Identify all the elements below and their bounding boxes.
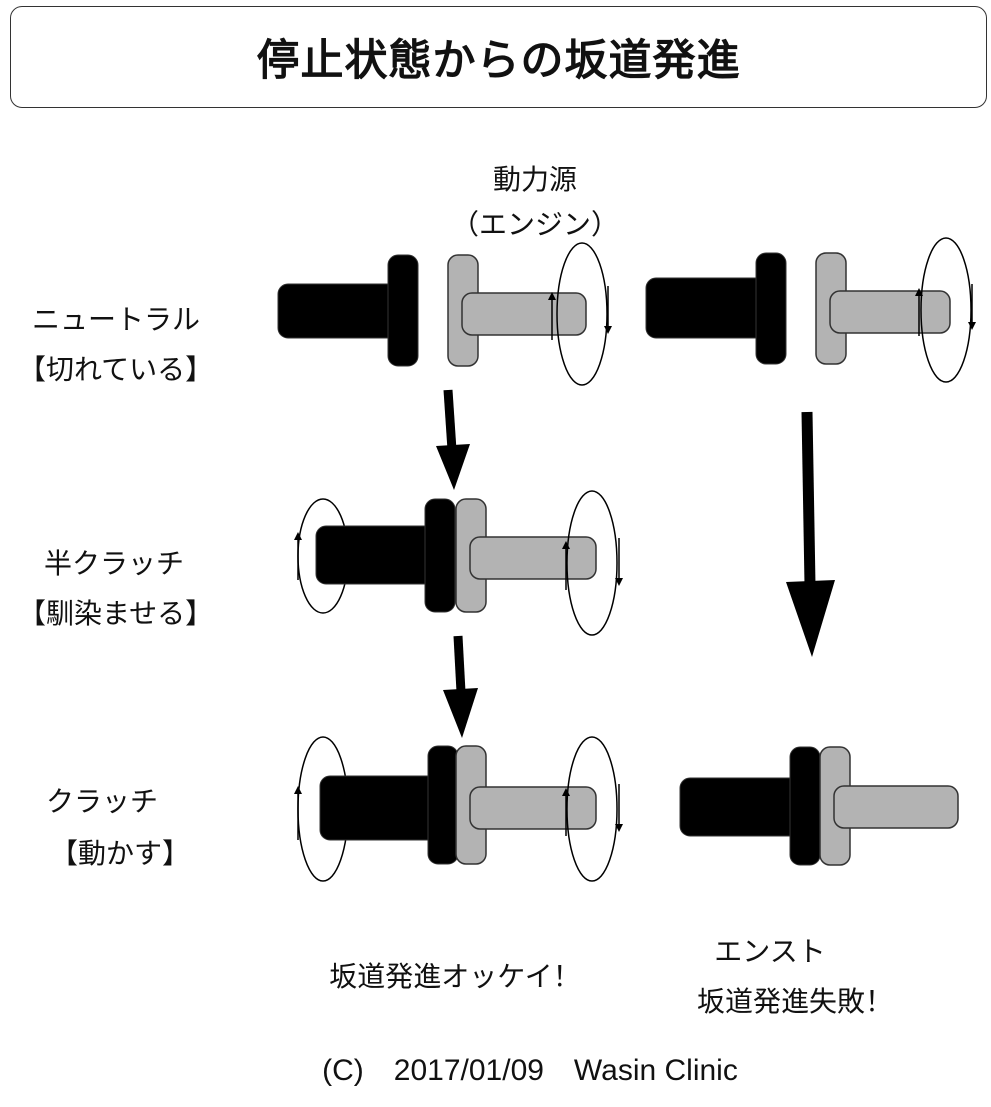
engine-label-line1: 動力源	[492, 163, 577, 196]
engine-shaft	[461, 292, 587, 336]
row-label-neutral: ニュートラル	[32, 303, 201, 336]
engine-shaft	[469, 786, 597, 830]
row-label-clutch: クラッチ	[46, 785, 159, 818]
driven-plate	[387, 254, 419, 367]
rotation-ring	[920, 237, 972, 383]
rotation-ring	[566, 736, 618, 882]
row-desc-neutral: 【切れている】	[18, 353, 214, 386]
rotation-ring	[556, 242, 608, 386]
row-label-half-clutch: 半クラッチ	[44, 547, 185, 580]
footer-copyright: (C) 2017/01/09 Wasin Clinic	[322, 1054, 738, 1087]
title-box: 停止状態からの坂道発進	[10, 6, 987, 108]
outcome-fail-line2: 坂道発進失敗！	[696, 985, 893, 1018]
page-title: 停止状態からの坂道発進	[256, 36, 741, 86]
clutch-engaged-left	[294, 736, 623, 882]
flow-arrow-neutral-to-stall	[786, 411, 835, 657]
clutch-neutral-left	[277, 242, 612, 386]
engine-shaft	[833, 785, 959, 829]
driven-plate	[427, 745, 459, 865]
engine-shaft	[829, 290, 951, 334]
engine-label-line2: （エンジン）	[450, 208, 619, 241]
driven-plate	[755, 252, 787, 365]
row-desc-clutch: 【動かす】	[50, 837, 191, 870]
row-desc-half-clutch: 【馴染ませる】	[18, 597, 214, 630]
flow-arrow-neutral-to-half	[436, 389, 470, 490]
clutch-half	[294, 490, 623, 636]
clutch-stalled-right	[679, 746, 959, 866]
flow-arrow-half-to-clutch	[443, 635, 478, 738]
outcome-fail-line1: エンスト	[714, 935, 826, 968]
rotation-ring	[566, 490, 618, 636]
driven-plate	[789, 746, 821, 866]
driven-plate	[424, 498, 456, 613]
outcome-ok: 坂道発進オッケイ！	[329, 960, 581, 993]
clutch-neutral-right	[645, 237, 976, 383]
